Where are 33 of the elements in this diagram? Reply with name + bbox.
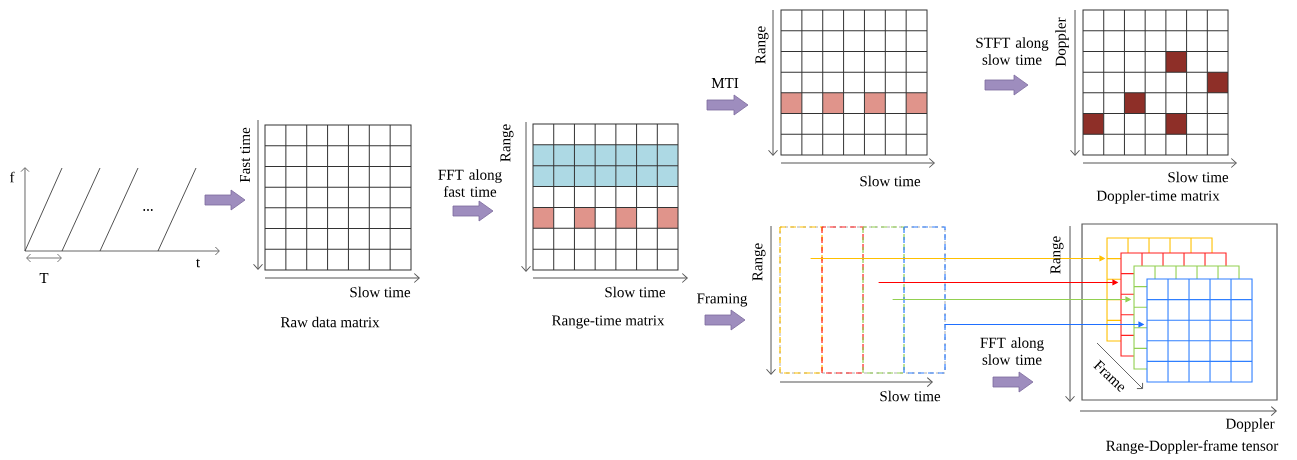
axis-label: Range <box>500 124 514 162</box>
axis-label: t <box>196 258 200 268</box>
edge-label: FFT along fast time <box>438 169 502 197</box>
axis-label: Slow time <box>860 175 921 187</box>
matrix-caption: Range-time matrix <box>552 315 665 329</box>
axis-label: Slow time <box>1168 171 1229 183</box>
block-arrow <box>992 371 1034 393</box>
axis-label: Doppler <box>1055 17 1069 67</box>
block-arrow <box>704 309 746 331</box>
edge-label: FFT along slow time <box>980 337 1044 365</box>
matrix-grid <box>780 9 928 156</box>
axis-label: Range <box>1050 236 1064 274</box>
axis-label: Slow time <box>605 286 666 298</box>
edge-label: Framing <box>697 293 748 307</box>
axis-label: Fast time <box>239 127 251 183</box>
axis-label: ... <box>143 209 153 211</box>
matrix-caption: Range-Doppler-frame tensor <box>1106 440 1279 454</box>
arrow <box>810 255 1105 262</box>
axis-label: Slow time <box>350 286 411 298</box>
arrow <box>892 296 1131 303</box>
block-arrow <box>204 189 246 211</box>
arrow <box>878 279 1118 286</box>
edge-label: STFT along slow time <box>976 37 1049 65</box>
axis-label: Slow time <box>880 390 941 402</box>
block-arrow <box>984 74 1029 96</box>
axis-label: Range <box>752 243 766 281</box>
matrix-caption: Doppler-time matrix <box>1096 190 1220 204</box>
arrow <box>944 321 1144 328</box>
block-arrow <box>706 94 749 116</box>
matrix-caption: Raw data matrix <box>280 316 380 328</box>
block-arrow <box>452 200 494 222</box>
edge-label: MTI <box>711 78 739 88</box>
axis-label: Doppler <box>1225 418 1275 432</box>
